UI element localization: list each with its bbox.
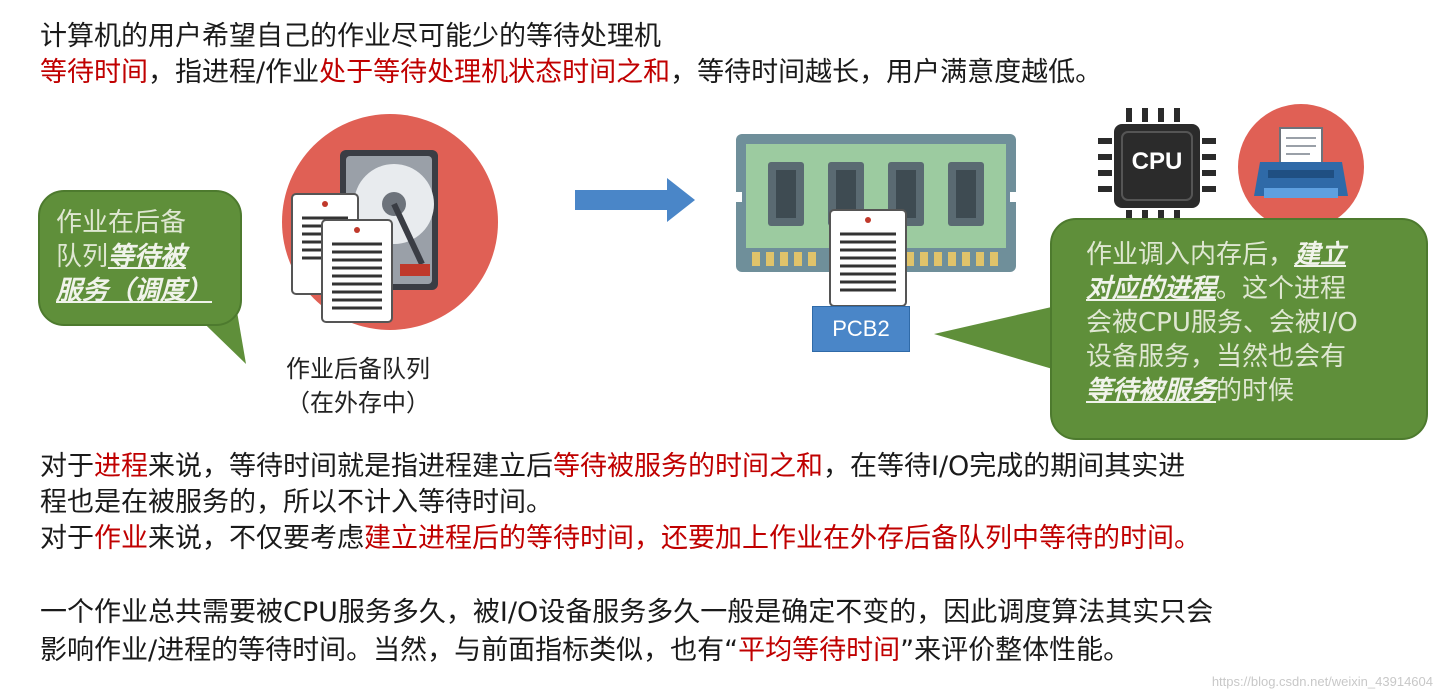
memory-module-icon [732, 134, 1020, 272]
caption-line-2: （在外存中） [286, 389, 430, 417]
highlight-text: 进程 [94, 451, 148, 482]
watermark: https://blog.csdn.net/weixin_43914604 [1211, 674, 1433, 689]
emphasis-text: 对应的进程 [1086, 274, 1217, 304]
left-bubble-text: 作业在后备队列等待被服务（调度） [56, 206, 240, 308]
bubble-line: 作业在后备 [56, 206, 240, 240]
highlight-text: 处于等待处理机状态时间之和 [319, 57, 671, 88]
left-speech-bubble: 作业在后备队列等待被服务（调度） [38, 190, 242, 326]
emphasis-text: 服务（调度） [56, 276, 213, 306]
right-bubble-tail [934, 306, 1056, 370]
body-text: ，在等待I/O完成的期间其实进 [823, 451, 1186, 482]
bubble-text: 会被CPU服务、会被I/O [1086, 308, 1358, 338]
highlight-text: 建立进程后的等待时间，还要加上作业在外存后备队列中等待的时间。 [364, 523, 1201, 554]
conclusion-line-2: 影响作业/进程的等待时间。当然，与前面指标类似，也有“平均等待时间”来评价整体性… [40, 634, 1130, 668]
body-text: ，等待时间越长，用户满意度越低。 [670, 57, 1103, 88]
bubble-text: 作业调入内存后， [1086, 240, 1295, 270]
job-wait-line: 对于作业来说，不仅要考虑建立进程后的等待时间，还要加上作业在外存后备队列中等待的… [40, 522, 1201, 556]
intro-line-2: 等待时间，指进程/作业处于等待处理机状态时间之和，等待时间越长，用户满意度越低。 [40, 56, 1102, 90]
bubble-line: 队列等待被 [56, 240, 240, 274]
cpu-label: CPU [1131, 148, 1183, 175]
emphasis-text: 等待被 [108, 242, 187, 272]
body-text: ”来评价整体性能。 [900, 635, 1131, 666]
bubble-text: 作业在后备 [56, 208, 187, 238]
cpu-chip-icon [1098, 108, 1216, 224]
emphasis-text: 建立 [1294, 240, 1347, 270]
body-text: 对于 [40, 523, 94, 554]
conclusion-line-1: 一个作业总共需要被CPU服务多久，被I/O设备服务多久一般是确定不变的，因此调度… [40, 597, 1214, 628]
bubble-line: 设备服务，当然也会有 [1086, 340, 1426, 374]
body-text: 来说，不仅要考虑 [148, 523, 364, 554]
caption-line-1: 作业后备队列 [286, 355, 430, 383]
document-stack-icon [291, 193, 393, 323]
bubble-line: 会被CPU服务、会被I/O [1086, 306, 1426, 340]
bubble-line: 作业调入内存后，建立 [1086, 238, 1426, 272]
body-text: 影响作业/进程的等待时间。当然，与前面指标类似，也有“ [40, 635, 739, 666]
highlight-text: 平均等待时间 [738, 635, 901, 666]
process-wait-line-1: 对于进程来说，等待时间就是指进程建立后等待被服务的时间之和，在等待I/O完成的期… [40, 450, 1185, 484]
highlight-text: 作业 [94, 523, 148, 554]
pcb-label: PCB2 [812, 306, 910, 352]
pcb-document-icon [829, 209, 907, 307]
intro-line-1: 计算机的用户希望自己的作业尽可能少的等待处理机 [40, 21, 661, 52]
highlight-text: 等待时间 [40, 57, 148, 88]
backup-queue-caption: 作业后备队列 （在外存中） [258, 352, 458, 420]
highlight-text: 等待被服务的时间之和 [553, 451, 823, 482]
bubble-line: 服务（调度） [56, 274, 240, 308]
body-text: 对于 [40, 451, 94, 482]
body-text: 来说，等待时间就是指进程建立后 [148, 451, 553, 482]
bubble-text: 设备服务，当然也会有 [1086, 342, 1347, 372]
process-wait-line-2: 程也是在被服务的，所以不计入等待时间。 [40, 487, 553, 518]
body-text: ，指进程/作业 [148, 57, 320, 88]
printer-icon [1254, 127, 1348, 198]
bubble-line: 等待被服务的时候 [1086, 374, 1426, 408]
right-arrow-icon [575, 178, 695, 222]
emphasis-text: 等待被服务 [1086, 376, 1217, 406]
bubble-text: 队列 [56, 242, 109, 272]
bubble-line: 对应的进程。这个进程 [1086, 272, 1426, 306]
bubble-text: 的时候 [1216, 376, 1295, 406]
bubble-text: 。这个进程 [1216, 274, 1347, 304]
